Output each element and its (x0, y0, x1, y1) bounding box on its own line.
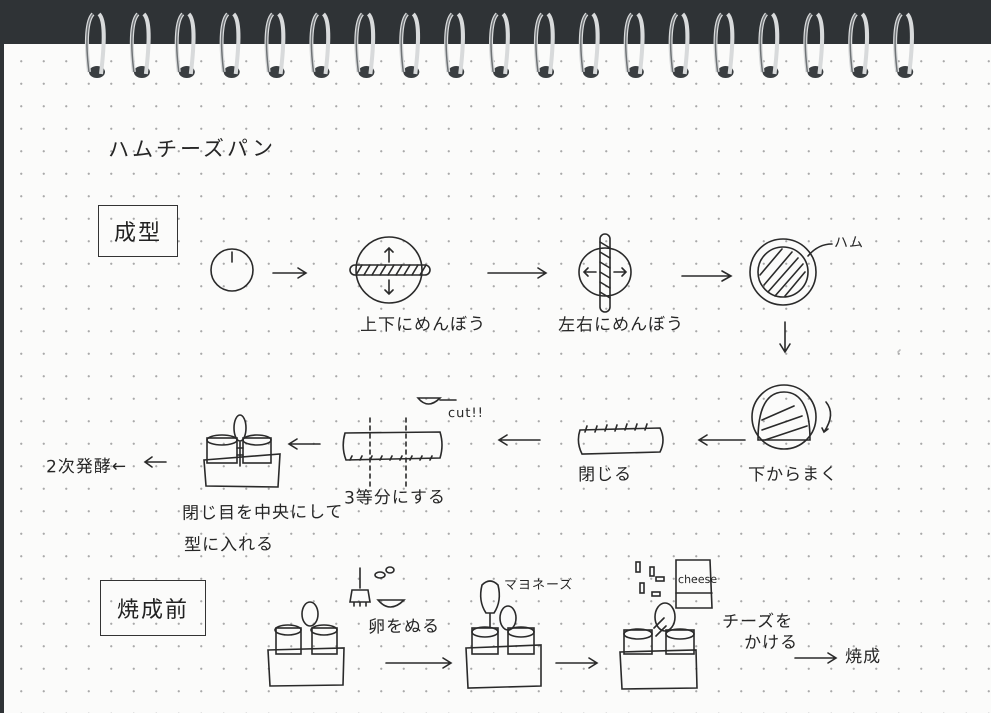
arrow-right-icon (385, 657, 453, 669)
label-mayonnaise: マヨネーズ (503, 577, 574, 594)
step-seam-center-1: 閉じ目を中央にして (181, 502, 344, 524)
arrow-down-icon (779, 321, 791, 354)
spiral-ring (758, 12, 780, 78)
rolls-in-pan-sketch (267, 601, 345, 687)
spiral-ring (803, 12, 825, 78)
spiral-ring (713, 12, 735, 78)
step-seam-center-2: 型に入れる (183, 534, 275, 556)
arrow-right-icon (487, 267, 548, 279)
cheese-package-icon (675, 559, 713, 609)
rolls-with-mayo-sketch (465, 605, 542, 689)
spiral-ring (893, 12, 914, 78)
divided-log-sketch (342, 417, 443, 489)
spiral-ring (489, 12, 510, 78)
step-roll-vertical: 上下にめんぼう (359, 314, 487, 336)
brush-icon (349, 567, 371, 607)
mayonnaise-bottle-icon (479, 580, 501, 628)
closed-log-sketch (577, 423, 664, 455)
spiral-ring (84, 12, 106, 78)
spiral-ring (623, 12, 645, 78)
spiral-ring (219, 12, 241, 78)
spiral-ring (399, 12, 421, 78)
spiral-ring (309, 12, 331, 78)
arrow-right-icon (272, 267, 308, 279)
label-cut: cut!! (447, 405, 484, 422)
spiral-binding (84, 12, 914, 78)
dough-ball-sketch (210, 248, 254, 292)
rolling-up-sketch (751, 384, 832, 450)
step-add-cheese-2: かける (743, 632, 799, 654)
rolls-in-pan-sketch (203, 414, 281, 488)
spiral-ring (578, 12, 600, 78)
step-close: 閉じる (577, 464, 633, 486)
step-divide-three: 3等分にする (343, 487, 447, 509)
ham-on-dough-sketch (749, 238, 833, 306)
spiral-ring (533, 12, 555, 78)
section-shaping: 成型 (98, 205, 178, 257)
section-before-baking: 焼成前 (100, 580, 206, 636)
egg-bowl-icon (374, 566, 406, 608)
spiral-ring (264, 12, 286, 78)
step-roll-from-bottom: 下からまく (747, 464, 839, 486)
label-ham: ハム (833, 234, 865, 252)
spiral-ring (848, 12, 870, 78)
arrow-left-icon (497, 434, 541, 446)
arrow-left-icon (287, 438, 321, 450)
step-second-rise: 2次発酵← (45, 456, 128, 478)
spiral-ring (444, 12, 465, 78)
label-cheese: cheese (677, 572, 718, 587)
rolling-horizontal-sketch (578, 233, 632, 313)
arrow-left-icon (697, 434, 746, 446)
step-egg-wash: 卵をぬる (367, 616, 441, 638)
spiral-ring (354, 12, 376, 78)
notebook-page (4, 44, 991, 713)
rolling-vertical-sketch (349, 236, 431, 304)
rolls-with-cheese-sketch (619, 602, 698, 690)
step-bake: 焼成 (844, 646, 882, 668)
scraper-icon (416, 397, 457, 405)
spiral-ring (129, 12, 151, 78)
arrow-left-icon (143, 456, 167, 468)
recipe-title: ハムチーズパン (107, 136, 277, 162)
arrow-right-icon (681, 270, 733, 282)
arrow-right-icon (555, 657, 599, 669)
arrow-right-icon (794, 652, 838, 664)
spiral-ring (174, 12, 196, 78)
cheese-pieces-icon (635, 561, 665, 597)
spiral-ring (668, 12, 690, 78)
step-roll-horizontal: 左右にめんぼう (557, 314, 685, 336)
